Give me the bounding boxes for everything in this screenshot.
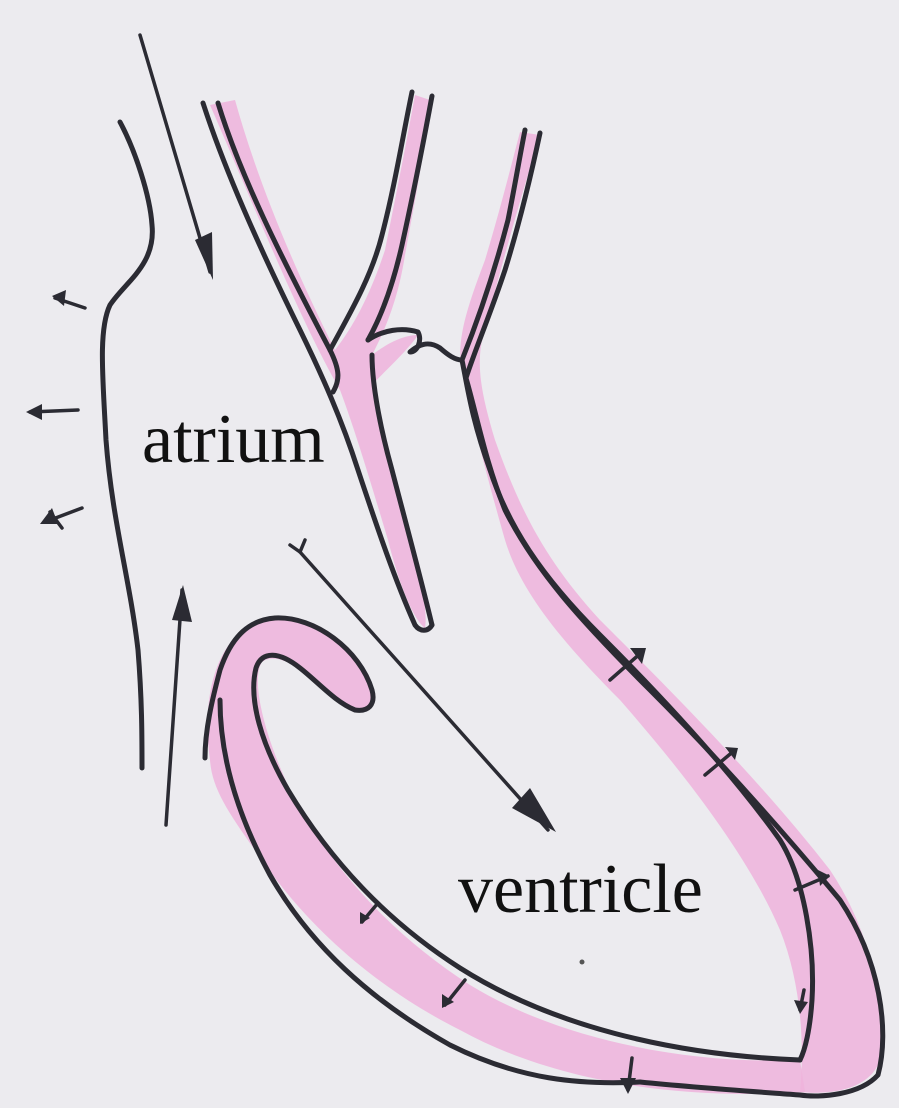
ink-speck — [580, 960, 585, 965]
atrium-label: atrium — [142, 401, 325, 478]
ventricle-label: ventricle — [458, 851, 703, 928]
